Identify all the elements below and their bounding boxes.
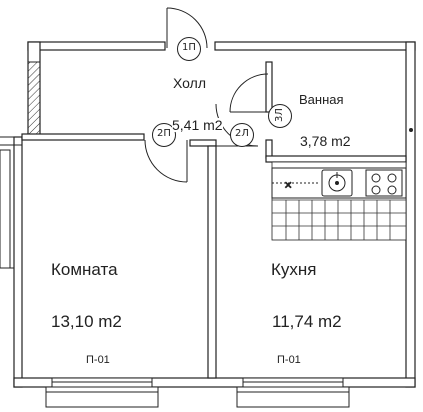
sink-icon xyxy=(321,169,353,197)
partitions xyxy=(21,61,407,379)
hatched-wall-left xyxy=(27,61,41,138)
bath-name: Ванная xyxy=(299,92,344,107)
room-door xyxy=(144,139,188,183)
partition-bath-left-low xyxy=(265,139,273,159)
hall-area: 5,41 m2 xyxy=(172,117,223,133)
door-mark-kitchen-label: 2Л xyxy=(235,128,249,139)
partition-hall-mid xyxy=(189,139,217,147)
bath-door xyxy=(229,73,269,113)
vent-dot xyxy=(409,128,413,132)
partition-hall-room xyxy=(21,133,145,141)
window-room xyxy=(45,377,159,408)
door-mark-room-label: 2П xyxy=(157,128,171,139)
kitchen-name: Кухня xyxy=(271,260,317,279)
partition-bath-bottom xyxy=(265,155,407,163)
door-mark-bath xyxy=(268,104,292,128)
hall-name: Холл xyxy=(173,75,206,91)
partition-bath-left xyxy=(265,61,273,113)
svg-text:×: × xyxy=(284,180,292,191)
window-kitchen xyxy=(236,377,350,408)
room-name: Комната xyxy=(51,260,118,279)
kitchen-counter: × xyxy=(271,167,407,199)
kitchen-tiles xyxy=(271,161,407,241)
left-exterior xyxy=(0,136,22,269)
door-mark-kitchen xyxy=(230,123,254,147)
door-mark-entry xyxy=(177,37,201,61)
entry-door xyxy=(166,7,208,49)
stove-icon xyxy=(365,169,403,197)
window-mark-room: П-01 xyxy=(86,354,110,366)
window-mark-kitchen: П-01 xyxy=(277,354,301,366)
wall-top-left xyxy=(27,41,166,51)
bath-area: 3,78 m2 xyxy=(300,133,351,149)
wall-top-right xyxy=(214,41,416,51)
partition-room-kitchen xyxy=(207,145,217,379)
wall-right xyxy=(405,41,416,388)
door-mark-entry-label: 1П xyxy=(182,42,196,53)
kitchen-area: 11,74 m2 xyxy=(272,312,342,331)
wall-left-lower xyxy=(13,136,23,388)
room-area: 13,10 m2 xyxy=(51,312,122,331)
door-mark-bath-label: 3Л xyxy=(274,108,285,122)
